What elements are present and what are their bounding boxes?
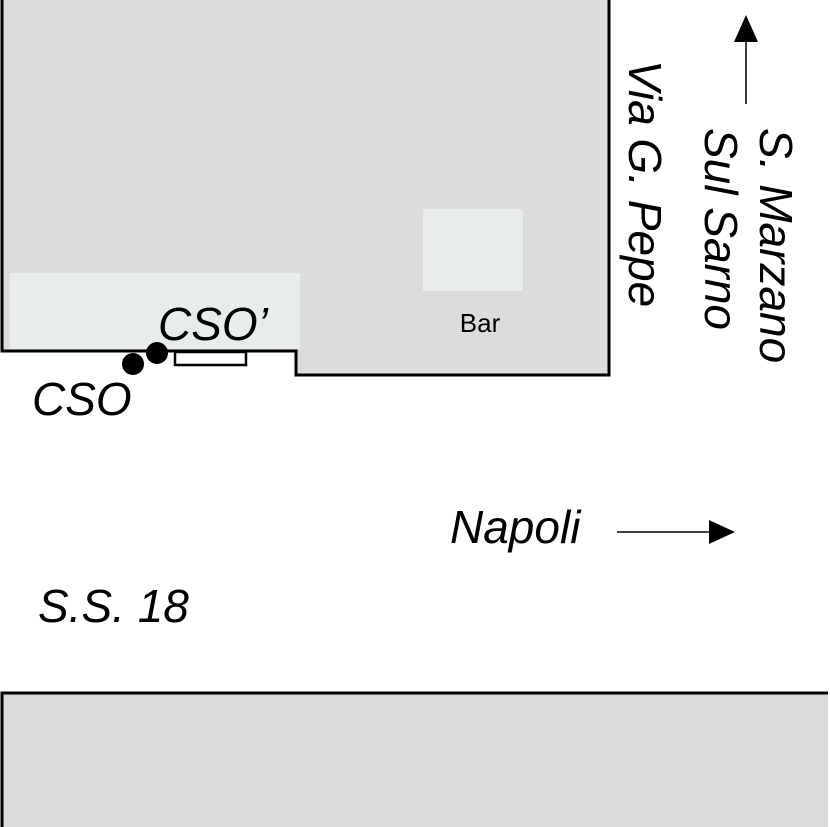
kerb-structure <box>173 350 248 367</box>
building-block-south-outline <box>0 691 828 827</box>
cso-prime-label: CSO’ <box>158 298 269 350</box>
direction-north-label-line1: S. Marzano <box>750 128 802 363</box>
building-block-north-outline <box>0 0 611 377</box>
direction-napoli-label: Napoli <box>450 501 582 553</box>
cso-label: CSO <box>32 373 132 425</box>
east-arrow-icon <box>709 520 735 544</box>
building-block-south <box>2 693 828 827</box>
direction-north-label-line2: Sul Sarno <box>695 128 747 330</box>
bar-label: Bar <box>460 308 501 338</box>
cso-prime-point <box>146 342 168 364</box>
light-area-left <box>10 273 300 349</box>
cso-point <box>122 353 144 375</box>
north-arrow-icon <box>734 15 758 42</box>
street-via-g-pepe-label: Via G. Pepe <box>619 60 671 307</box>
bar-building <box>423 209 523 291</box>
road-ss18-label: S.S. 18 <box>38 580 189 632</box>
